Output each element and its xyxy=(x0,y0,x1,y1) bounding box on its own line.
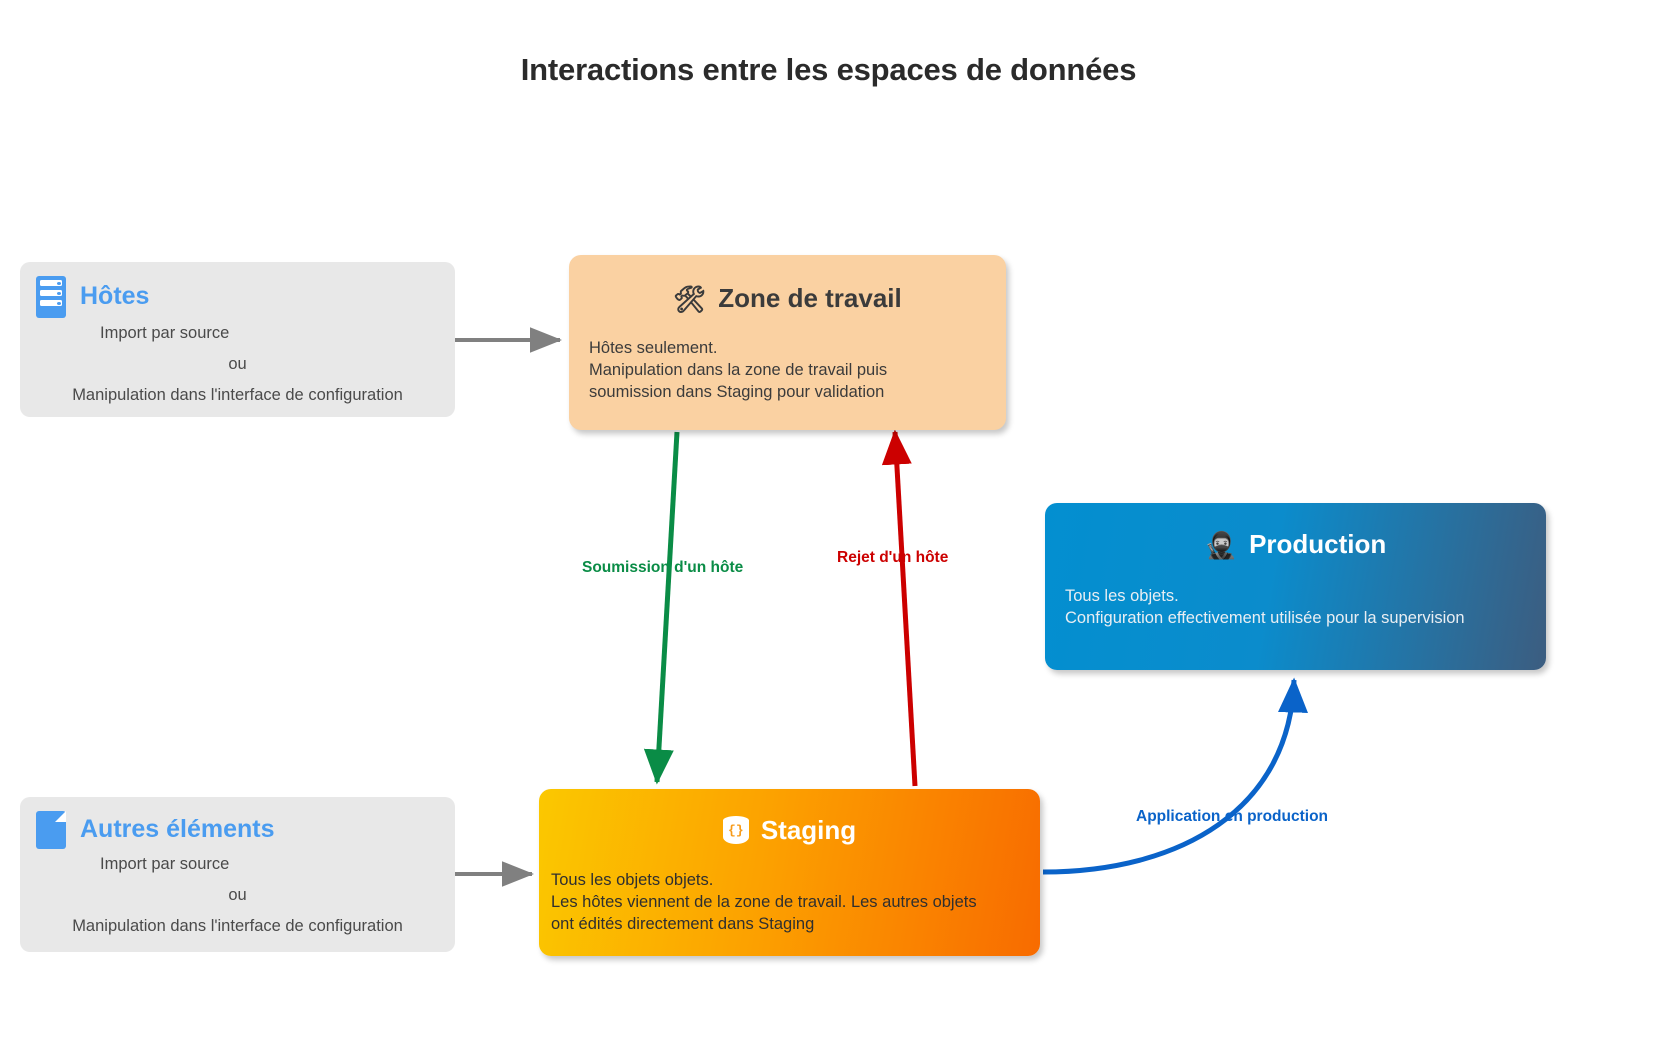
zone-card-production[interactable]: 🥷 Production Tous les objets. Configurat… xyxy=(1045,503,1546,670)
hammer-and-wrench-icon: 🛠 xyxy=(673,283,707,314)
zone-title-row: 🛠 Zone de travail xyxy=(569,255,1006,314)
source-card-header: Autres éléments xyxy=(20,797,455,849)
zone-title-label: Staging xyxy=(760,815,857,845)
ninja-icon: 🥷 xyxy=(1204,529,1238,560)
source-line-import: Import par source xyxy=(100,855,230,873)
source-line-or: ou xyxy=(228,355,247,374)
zone-card-staging[interactable]: {} Staging Tous les objets objets. Les h… xyxy=(539,789,1040,956)
database-icon: {} xyxy=(722,815,749,846)
source-card-title: Hôtes xyxy=(80,282,150,311)
arrow-apply-production xyxy=(1042,677,1308,875)
zone-body-text: Hôtes seulement. Manipulation dans la zo… xyxy=(589,339,888,401)
zone-body-text: Tous les objets. Configuration effective… xyxy=(1065,587,1465,627)
zone-body-text: Tous les objets objets. Les hôtes vienne… xyxy=(551,871,977,933)
zone-title-label: Zone de travail xyxy=(718,283,902,313)
edge-label-apply-production: Application en production xyxy=(1136,808,1329,825)
database-icon-glyph: {} xyxy=(728,822,744,838)
zone-title-row: {} Staging xyxy=(539,789,1040,846)
source-line-or: ou xyxy=(228,886,247,905)
source-card-autres-elements: Autres éléments Import par source ou Man… xyxy=(20,797,455,952)
source-line-manipulation: Manipulation dans l'interface de configu… xyxy=(72,917,403,936)
source-card-header: Hôtes xyxy=(20,262,455,318)
source-card-title: Autres éléments xyxy=(80,815,275,844)
zone-title-row: 🥷 Production xyxy=(1045,503,1546,560)
arrow-submit-host xyxy=(643,431,680,785)
source-card-lines: Import par source ou Manipulation dans l… xyxy=(20,318,455,418)
source-line-manipulation: Manipulation dans l'interface de configu… xyxy=(72,386,403,405)
page-title: Interactions entre les espaces de donnée… xyxy=(520,52,1137,87)
arrow-reject-host xyxy=(881,429,918,787)
document-icon xyxy=(36,811,66,849)
source-line-import: Import par source xyxy=(100,324,230,342)
source-card-hotes: Hôtes Import par source ou Manipulation … xyxy=(20,262,455,417)
edge-label-reject-host: Rejet d'un hôte xyxy=(837,549,949,566)
source-card-lines: Import par source ou Manipulation dans l… xyxy=(20,849,455,949)
zone-card-workspace[interactable]: 🛠 Zone de travail Hôtes seulement. Manip… xyxy=(569,255,1006,430)
edge-label-submit-host: Soumission d'un hôte xyxy=(582,559,744,576)
server-rack-icon xyxy=(36,276,66,318)
zone-title-label: Production xyxy=(1249,529,1387,559)
